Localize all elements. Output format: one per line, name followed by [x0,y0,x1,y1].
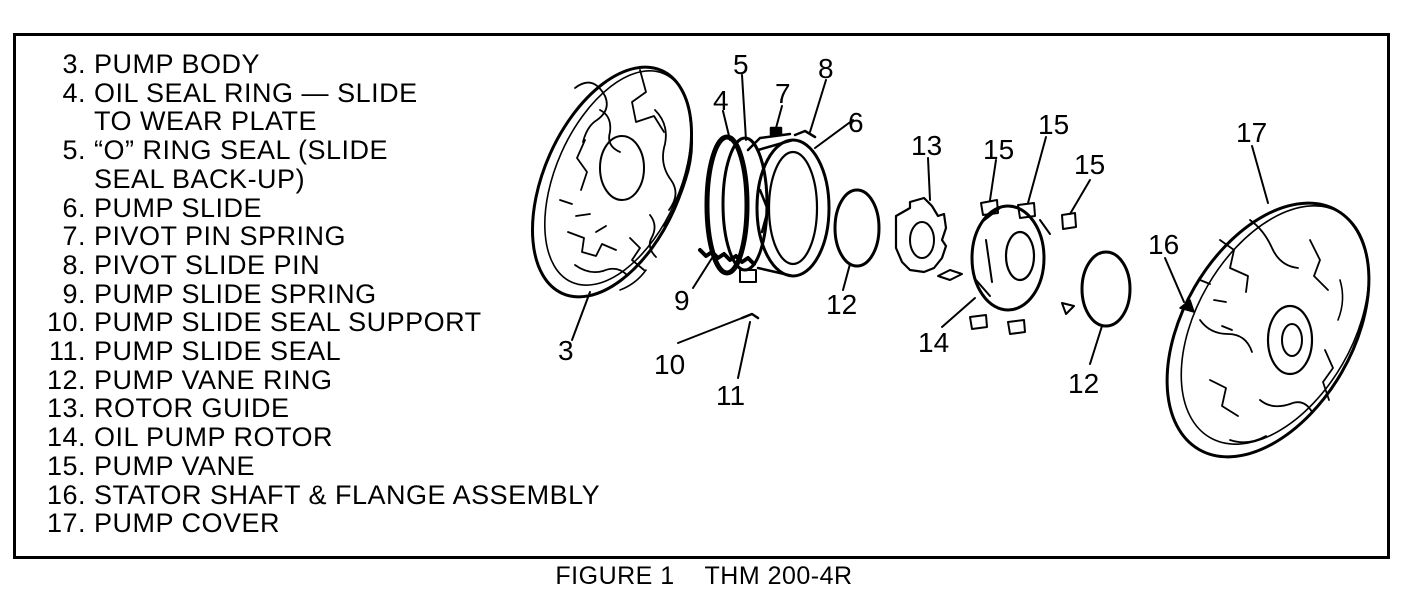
legend-item-9: 9.PUMP SLIDE SPRING [62,278,377,309]
legend-item-3: 3.PUMP BODY [62,49,261,79]
pump-slide-part [739,132,831,283]
callout-12-a: 12 [826,289,857,320]
legend-item-14: 14.OIL PUMP ROTOR [46,422,334,453]
rotor-guide-part [894,196,948,274]
callout-17: 17 [1236,117,1267,148]
legend-item-8: 8.PIVOT SLIDE PIN [62,249,321,280]
callout-11: 11 [716,380,745,411]
figure-frame [13,33,1390,559]
callout-14: 14 [918,327,949,358]
callout-13: 13 [911,130,942,161]
legend-item-10: 10.PUMP SLIDE SEAL SUPPORT [46,307,482,338]
pump-slide-seal-part [740,312,760,320]
leader-lines [571,74,1269,379]
pump-cover-part [1165,201,1371,459]
figure-caption: FIGURE 1 THM 200-4R [0,562,1408,591]
legend-item-11: 11.PUMP SLIDE SEAL [48,336,342,367]
legend-item-6: 6.PUMP SLIDE [62,192,263,223]
callout-10: 10 [654,349,685,380]
oil-seal-ring-part [704,134,750,276]
stator-shaft-flange-part [1179,299,1195,313]
callout-labels: 3 4 5 6 7 8 9 10 11 12 12 13 14 15 15 15… [558,49,1267,411]
callout-4: 4 [713,85,729,116]
callout-5: 5 [733,49,749,80]
legend-item-15: 15.PUMP VANE [46,450,256,481]
callout-15-b: 15 [1038,109,1069,140]
callout-15-a: 15 [983,134,1014,165]
callout-12-b: 12 [1068,368,1099,399]
pivot-pin-spring-part [769,126,783,137]
pump-vane-ring-part-a [833,188,881,268]
callout-15-c: 15 [1074,149,1105,180]
callout-3: 3 [558,335,574,366]
pump-slide-spring-part [698,248,756,266]
legend-item-7: 7.PIVOT PIN SPRING [62,221,347,252]
pump-body-part [530,65,694,299]
callout-6: 6 [848,107,864,138]
figure-number: FIGURE 1 [555,562,675,590]
callout-16: 16 [1148,229,1179,260]
pivot-slide-pin-part [793,129,817,139]
transmission-model: THM 200-4R [704,562,853,590]
legend-item-12: 12.PUMP VANE RING [46,364,333,395]
legend-item-17: 17.PUMP COVER [46,508,281,539]
callout-8: 8 [818,53,834,84]
oil-pump-rotor-part [970,204,1051,312]
callout-9: 9 [674,285,690,316]
callout-7: 7 [775,78,791,109]
pump-vane-ring-part-b [1080,250,1132,328]
legend-item-16: 16.STATOR SHAFT & FLANGE ASSEMBLY [46,479,601,510]
legend-item-13: 13.ROTOR GUIDE [46,393,290,424]
